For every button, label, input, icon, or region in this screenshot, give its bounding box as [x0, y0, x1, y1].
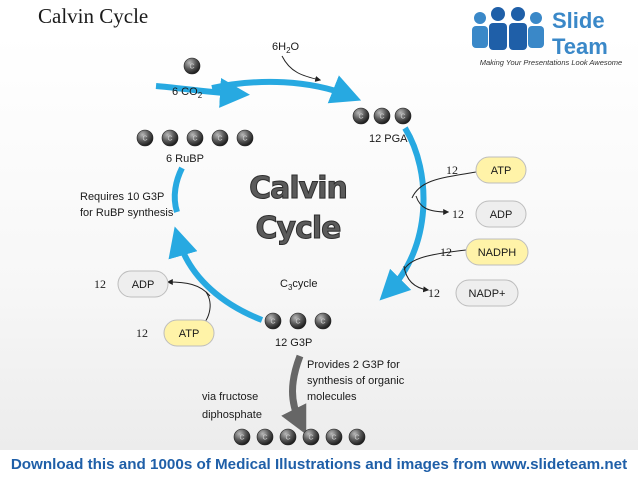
right-nadph-pill: 12 NADPH	[440, 238, 529, 266]
carrier-label: NADPH	[478, 247, 517, 259]
logo-text-slide: Slide	[552, 8, 605, 33]
nadph-in-right-connector	[403, 249, 467, 271]
water-label: 6H2O	[272, 41, 300, 55]
pga-label: 12 PGA	[369, 133, 408, 145]
molecule-count: 12	[446, 163, 458, 177]
carrier-label: NADP+	[469, 288, 506, 300]
carbon-atom-symbol: C	[285, 435, 290, 442]
carbon-atom	[161, 129, 179, 147]
left-atp-pill: 12 ATP	[136, 319, 215, 347]
carbon-atom	[352, 107, 370, 125]
molecule-count: 12	[440, 245, 452, 259]
adp-out-left-arrow	[166, 279, 211, 297]
logo-tagline: Making Your Presentations Look Awesome	[479, 58, 623, 67]
slide-background	[0, 34, 638, 450]
carbon-atom	[183, 57, 201, 75]
carbon-atom-symbol: C	[167, 136, 172, 143]
carbon-atom	[325, 428, 343, 446]
carrier-pill	[475, 156, 527, 184]
molecule-count: 12	[94, 277, 106, 291]
carbon-atom-groups: C C C C C C C C C C C C C C C C C C	[136, 57, 412, 446]
slideteam-logo: Slide Team Making Your Presentations Loo…	[466, 2, 636, 72]
c3-cycle-label: C3cycle	[280, 278, 317, 292]
footer-download-banner: Download this and 1000s of Medical Illus…	[0, 450, 638, 479]
co2-label: 6 CO2	[172, 86, 203, 100]
carrier-label: ATP	[491, 165, 512, 177]
water-arrow	[281, 55, 322, 82]
co2-input-arc	[155, 77, 250, 108]
carrier-pill	[117, 270, 169, 298]
carrier-pill	[475, 200, 527, 228]
carbon-atom-symbol: C	[354, 435, 359, 442]
carbon-atom-symbol: C	[295, 319, 300, 326]
carbon-atom	[394, 107, 412, 125]
carbon-atom-symbol: C	[358, 114, 363, 121]
people-logo-icon	[472, 7, 544, 50]
right-adp-pill: 12 ADP	[452, 200, 527, 228]
carbon-atom-symbol: C	[331, 435, 336, 442]
carbon-atom	[348, 428, 366, 446]
molecule-count: 12	[136, 326, 148, 340]
logo-text-team: Team	[552, 34, 608, 59]
carbon-atom-symbol: C	[192, 136, 197, 143]
carbon-atom	[236, 129, 254, 147]
carbon-atom-symbol: C	[142, 136, 147, 143]
right-atp-pill: 12 ATP	[446, 156, 527, 184]
carbon-atom-symbol: C	[217, 136, 222, 143]
left-adp-pill: 12 ADP	[94, 270, 169, 298]
carbon-atom-symbol: C	[308, 435, 313, 442]
carbon-atom	[314, 312, 332, 330]
rubp-label: 6 RuBP	[166, 153, 204, 165]
co2-carbon-atom: C	[183, 57, 201, 75]
carbon-atom	[233, 428, 251, 446]
carbon-atom	[289, 312, 307, 330]
carbon-atom-symbol: C	[189, 64, 194, 71]
carbon-atom-symbol: C	[320, 319, 325, 326]
carbon-atom	[373, 107, 391, 125]
molecule-count: 12	[428, 286, 440, 300]
atp-in-right-connector	[411, 171, 477, 199]
carbon-atom-symbol: C	[270, 319, 275, 326]
carbon-atom	[186, 129, 204, 147]
g3p-to-bottom-arrow	[281, 354, 307, 435]
molecule-count: 12	[452, 207, 464, 221]
page-title: Calvin Cycle	[38, 4, 149, 28]
carrier-pill	[455, 279, 519, 307]
adp-out-right-arrow	[415, 195, 450, 215]
carrier-label: ADP	[132, 279, 155, 291]
carrier-label: ATP	[179, 328, 200, 340]
right-nadp-plus-pill: 12 NADP+	[428, 279, 519, 307]
cycle-arc-left	[171, 166, 185, 213]
carrier-pill	[465, 238, 529, 266]
carrier-label: ADP	[490, 209, 513, 221]
carbon-atom	[279, 428, 297, 446]
cycle-arc-right	[379, 126, 427, 301]
nadp-out-right-arrow	[403, 265, 430, 293]
carbon-atom-symbol: C	[262, 435, 267, 442]
carbon-atom-symbol: C	[379, 114, 384, 121]
carbon-atom-symbol: C	[239, 435, 244, 442]
carrier-pill	[163, 319, 215, 347]
carbon-atom-symbol: C	[242, 136, 247, 143]
carbon-atom	[264, 312, 282, 330]
g3p-label: 12 G3P	[275, 337, 312, 349]
cycle-arc-bottom	[168, 226, 264, 323]
carbon-atom-symbol: C	[400, 114, 405, 121]
carbon-atom	[256, 428, 274, 446]
carbon-atom	[302, 428, 320, 446]
carbon-atom	[136, 129, 154, 147]
carbon-atom	[211, 129, 229, 147]
